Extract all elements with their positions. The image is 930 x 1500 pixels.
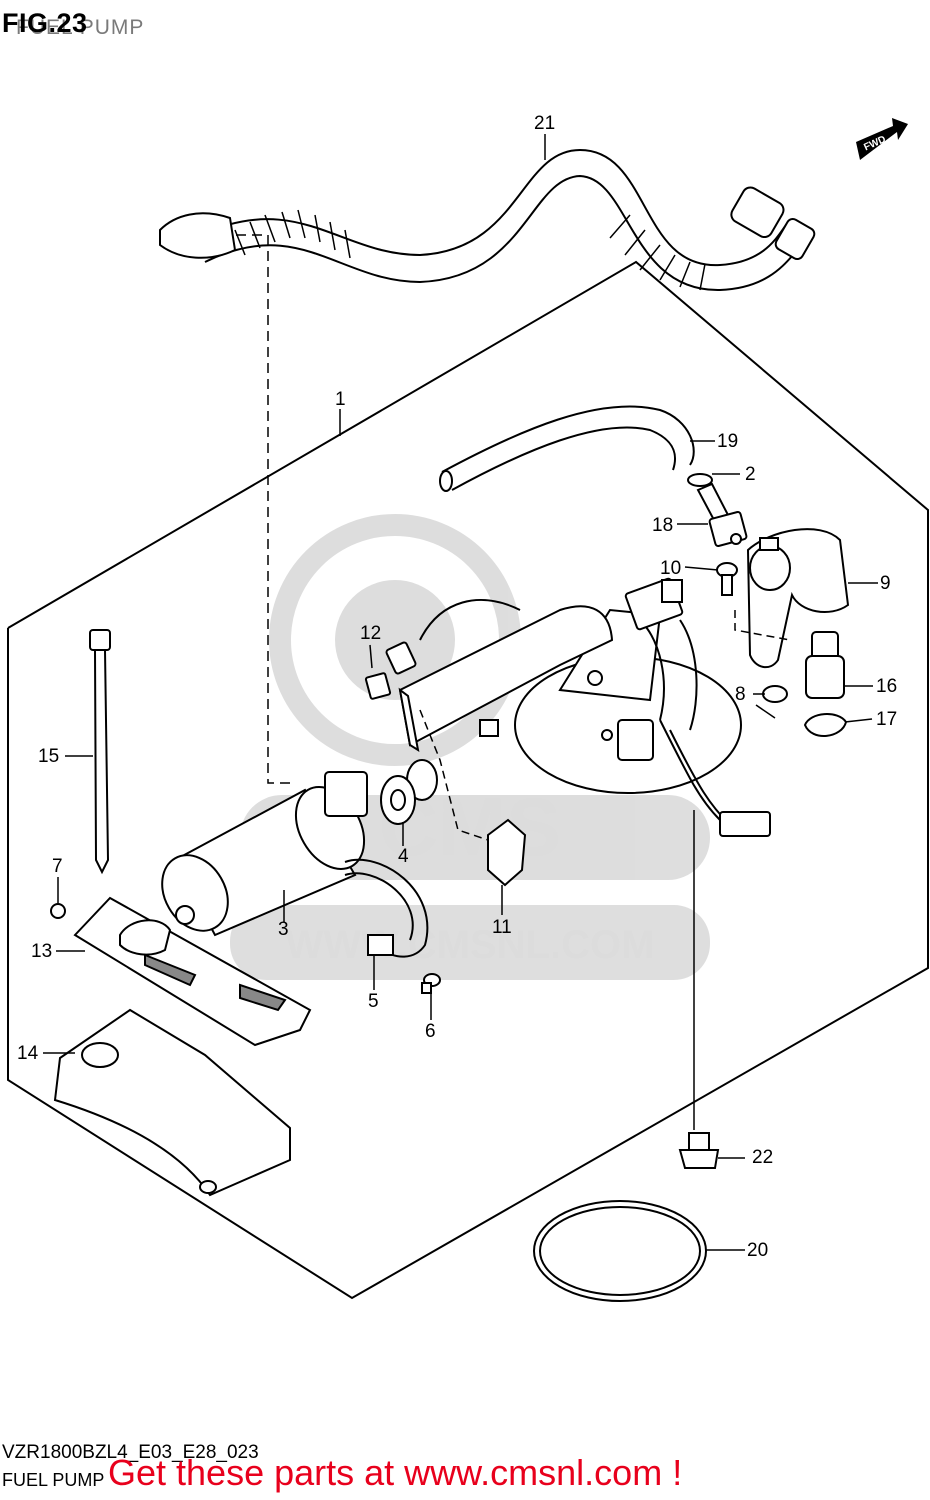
callout-20[interactable]: 20 — [747, 1240, 769, 1261]
callout-8[interactable]: 8 — [735, 684, 746, 705]
o-ring-8 — [762, 685, 788, 703]
callout-9[interactable]: 9 — [880, 573, 891, 594]
assembly-outline — [7, 260, 929, 1300]
callout-1[interactable]: 1 — [335, 389, 346, 410]
screw-6 — [421, 973, 441, 994]
clip-17 — [803, 713, 848, 738]
callout-17[interactable]: 17 — [876, 709, 898, 730]
clamp-band-5 — [344, 859, 429, 958]
callout-19[interactable]: 19 — [717, 431, 739, 452]
filter-13 — [73, 896, 312, 1047]
callout-18[interactable]: 18 — [652, 515, 674, 536]
callout-3[interactable]: 3 — [278, 919, 289, 940]
callout-5[interactable]: 5 — [368, 991, 379, 1012]
connector-16 — [805, 631, 845, 699]
watermark-url-text: WWW.CMSNL.COM — [286, 923, 655, 967]
promo-link[interactable]: Get these parts at www.cmsnl.com ! — [108, 1452, 683, 1493]
callout-11[interactable]: 11 — [492, 917, 512, 938]
callout-15[interactable]: 15 — [38, 746, 60, 767]
svg-text:FWD: FWD — [862, 134, 887, 153]
fuel-pump-3 — [161, 771, 368, 937]
callout-12[interactable]: 12 — [360, 623, 382, 644]
pump-bracket-arm — [398, 605, 614, 753]
cover-14 — [53, 1008, 291, 1197]
clip-2 — [687, 473, 713, 487]
cushion-11 — [487, 818, 527, 887]
leader-lines — [43, 134, 878, 1251]
callout-2[interactable]: 2 — [745, 464, 756, 485]
gasket-20 — [533, 1200, 707, 1302]
hose-19 — [439, 405, 695, 492]
fitting-9 — [746, 528, 850, 669]
grommet-4 — [380, 759, 438, 825]
model-code: VZR1800BZL4_E03_E28_023 — [2, 1442, 259, 1463]
fwd-direction-arrow: FWD — [856, 118, 908, 160]
callout-10[interactable]: 10 — [660, 558, 682, 579]
callout-16[interactable]: 16 — [876, 676, 898, 697]
callout-4[interactable]: 4 — [398, 846, 409, 867]
fuel-hose-21 — [159, 148, 816, 292]
nipple-18 — [696, 482, 748, 547]
clamp-12 — [364, 641, 417, 700]
callout-21[interactable]: 21 — [534, 113, 556, 134]
figure-label: FIG.23 — [2, 8, 88, 38]
screw-10 — [716, 562, 738, 596]
hose-spiral-wrap — [234, 209, 706, 291]
bolt-22 — [678, 1132, 720, 1169]
callout-13[interactable]: 13 — [31, 941, 53, 962]
callout-14[interactable]: 14 — [17, 1043, 39, 1064]
clip-7 — [50, 903, 66, 919]
callout-7[interactable]: 7 — [52, 856, 63, 877]
callout-6[interactable]: 6 — [425, 1021, 436, 1042]
section-name: FUEL PUMP — [2, 1470, 105, 1490]
diagram-subtitle: FUEL PUMP — [16, 16, 145, 39]
cable-tie-15 — [89, 629, 111, 875]
callout-22[interactable]: 22 — [752, 1147, 774, 1168]
connector-plug — [624, 577, 684, 631]
